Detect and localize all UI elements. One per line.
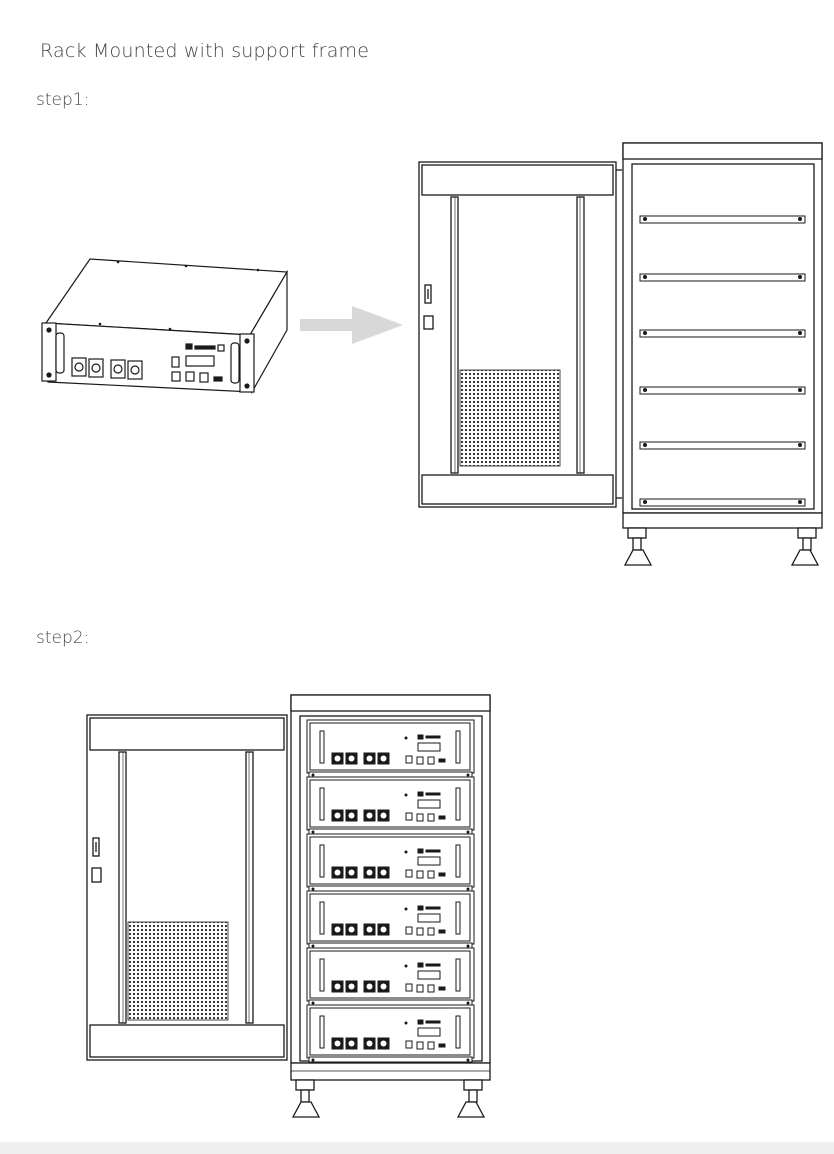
battery-module-2 [306, 776, 475, 835]
battery-module [41, 258, 289, 395]
battery-module-6 [306, 1004, 475, 1063]
step2-label: step2: [36, 628, 90, 648]
loaded-battery-modules [306, 719, 475, 1063]
step1-label: step1: [36, 90, 90, 110]
cabinet-frame-step1 [622, 142, 823, 566]
page-title: Rack Mounted with support frame [40, 40, 370, 62]
cabinet-door-step1 [418, 161, 622, 508]
battery-module-5 [306, 947, 475, 1006]
battery-module-1 [306, 719, 475, 778]
cabinet-door-step2 [86, 714, 288, 1061]
arrow-right-icon [300, 306, 403, 344]
battery-module-4 [306, 890, 475, 949]
battery-module-3 [306, 833, 475, 892]
footer-strip [0, 1142, 834, 1154]
